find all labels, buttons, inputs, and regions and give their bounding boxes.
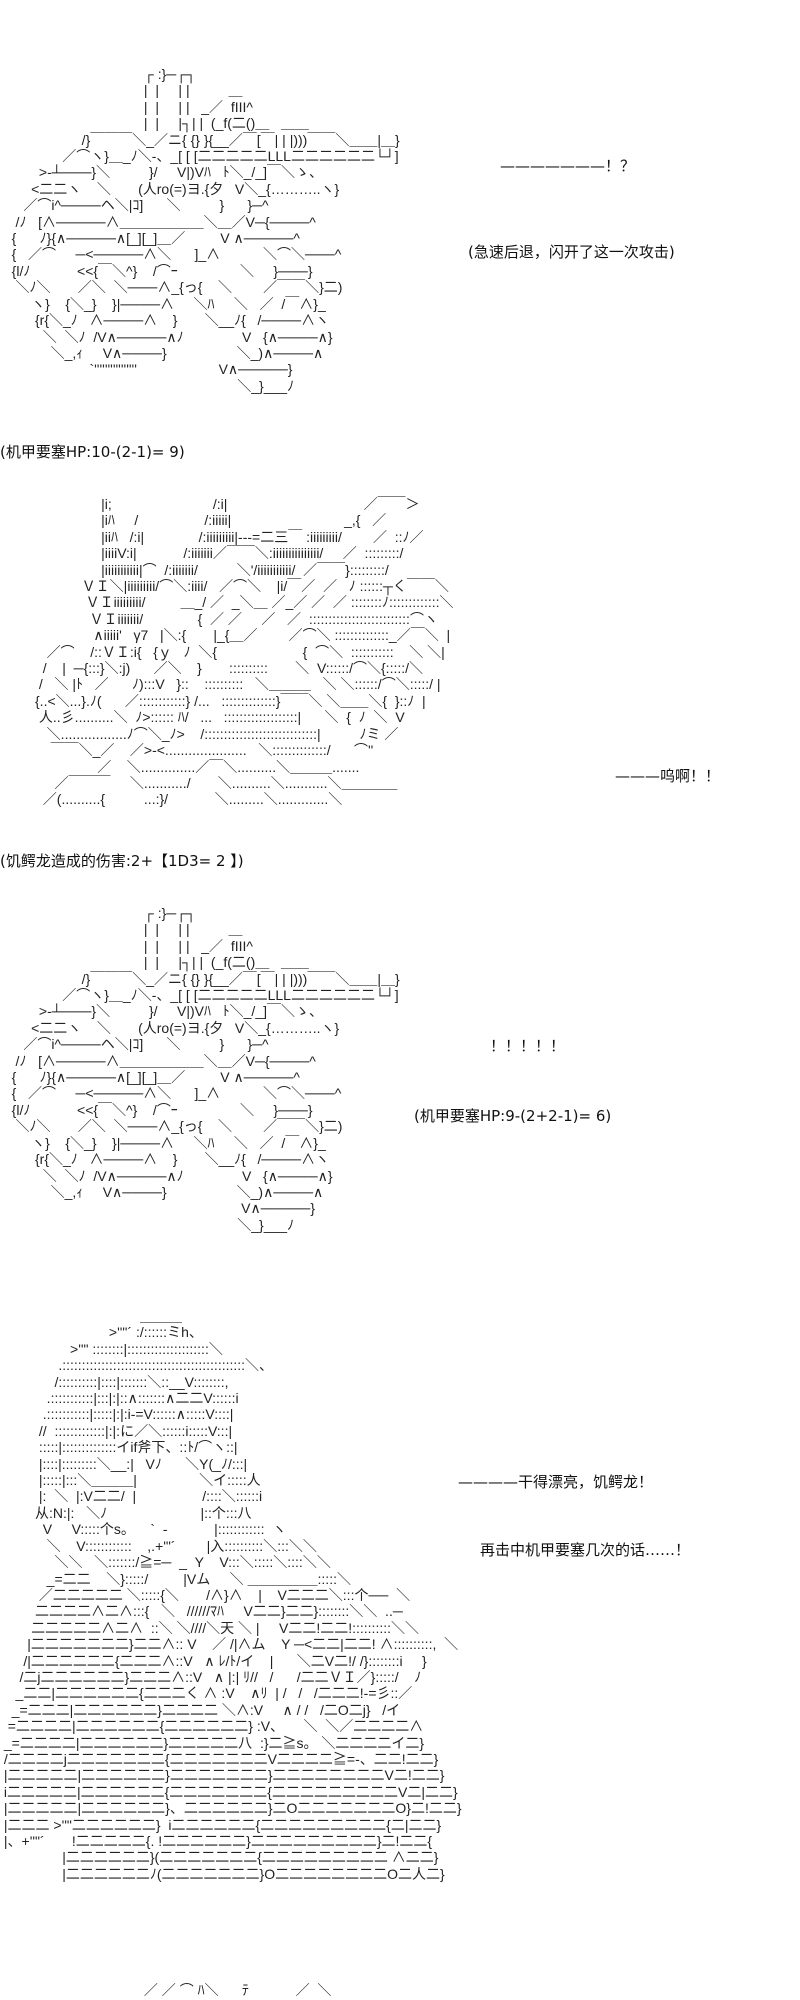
mecha-fortress-art: ┌ :}─┌┐ | | | | ＿ | | | | _／ fIII^ | | |…: [11, 905, 400, 1233]
dialogue-line-2: 再击中机甲要塞几次的话……！: [480, 1541, 691, 1559]
exclaim-text: ———————！？: [500, 157, 636, 175]
hp-status-text: (机甲要塞HP:9-(2+2-1)= 6): [414, 1107, 612, 1125]
dialogue-line-1: ————干得漂亮，饥鳄龙！: [458, 1473, 654, 1491]
narration-text: (急速后退，闪开了这一次攻击): [468, 243, 675, 261]
next-panel-art-fragment: ／ ／ ⌒ ﾊ＼ ﾃ ／ ＼: [0, 1982, 332, 1998]
mecha-fortress-art: ┌ :}─┌┐ | | | | ＿ | | | | _／ fIII^ | | |…: [11, 66, 400, 394]
crocodile-dragon-attack-art: |i; /:i| ／￣￣＞ |iﾊ / /:iiiii| _,{ ／ |iiﾊ: [35, 496, 454, 808]
character-art: ＿＿＿ >''"´ :/::::::ミh、 >''" ::::::::|::::…: [3, 1308, 462, 1882]
exclaim-text: ———呜啊！！: [615, 767, 721, 785]
exclaim-text: ！！！！！: [490, 1037, 566, 1055]
hp-status-text: (机甲要塞HP:10-(2-1)= 9): [0, 443, 185, 461]
damage-status-text: (饥鳄龙造成的伤害:2+【1D3= 2 】): [0, 852, 244, 870]
